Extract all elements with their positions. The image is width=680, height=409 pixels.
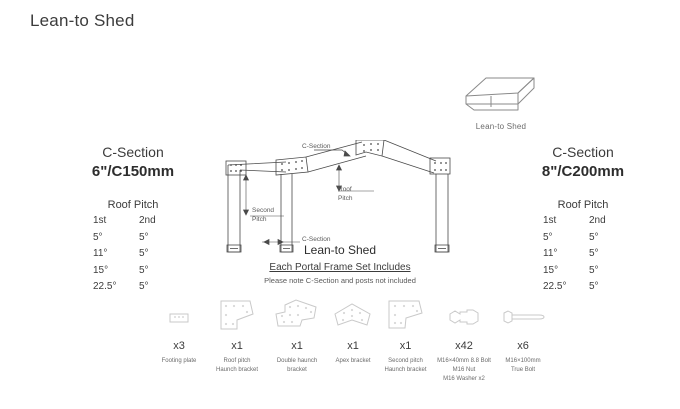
table-row: 11° 5° (543, 246, 623, 263)
diagram-caption: Lean-to Shed (303, 243, 377, 257)
part-item: x1 Second pitch Haunch bracket (378, 296, 433, 375)
table-row: 5° 5° (93, 230, 173, 247)
column-header-2nd: 2nd (139, 215, 156, 227)
part-quantity: x3 (173, 340, 185, 352)
table-row: 15° 5° (543, 263, 623, 280)
pitch-heading: Roof Pitch (107, 199, 159, 212)
second-pitch-haunch-bracket-icon (378, 296, 433, 338)
diagram-label-csection-top: C-Section (302, 143, 331, 150)
part-item: x1 Roof pitch Haunch bracket (208, 296, 266, 375)
part-item: x42 M16×40mm 8.8 Bolt M16 Nut M16 Washer… (433, 296, 495, 384)
table-header-row: 1st 2nd (543, 213, 623, 230)
column-header-1st: 1st (543, 215, 557, 227)
footing-plate-icon (150, 296, 208, 338)
part-quantity: x1 (291, 340, 303, 352)
part-item: x1 Double haunch bracket (266, 296, 328, 375)
part-item: x3 Footing plate (150, 296, 208, 366)
diagram-label-second-pitch: Second Pitch (252, 207, 275, 223)
table-row: 15° 5° (93, 263, 173, 280)
cell-pitch-2nd: 5° (589, 264, 599, 276)
isometric-lean-to-shed-icon (443, 66, 559, 116)
table-header-row: 1st 2nd (93, 213, 173, 230)
pitch-heading: Roof Pitch (557, 199, 609, 212)
table-row: 22.5° 5° (543, 279, 623, 296)
cell-pitch-1st: 5° (543, 231, 553, 243)
cell-pitch-1st: 11° (543, 248, 558, 260)
part-label: Footing plate (161, 358, 197, 364)
cell-pitch-2nd: 5° (139, 231, 149, 243)
parts-list: x3 Footing plate x1 Roof pitch Haunch br… (150, 296, 545, 384)
cell-pitch-1st: 22.5° (93, 281, 117, 293)
includes-note: Please note C-Section and posts not incl… (264, 276, 416, 285)
spec-size: 8"/C200mm (541, 162, 625, 180)
table-row: 11° 5° (93, 246, 173, 263)
bolt-nut-washer-icon (433, 296, 495, 338)
part-label: Second pitch Haunch bracket (384, 358, 427, 373)
part-label: Roof pitch Haunch bracket (215, 358, 259, 373)
part-quantity: x1 (347, 340, 359, 352)
part-item: x1 Apex bracket (328, 296, 378, 366)
spec-title: C-Section (552, 144, 614, 160)
apex-bracket-icon (328, 296, 378, 338)
cell-pitch-2nd: 5° (589, 248, 599, 260)
spec-column-left: C-Section 6"/C150mm Roof Pitch 1st 2nd 5… (58, 143, 208, 296)
part-quantity: x1 (231, 340, 243, 352)
part-quantity: x6 (517, 340, 529, 352)
page-title: Lean-to Shed (30, 11, 135, 30)
cell-pitch-1st: 22.5° (543, 281, 567, 293)
part-label: Double haunch bracket (276, 358, 318, 373)
cell-pitch-2nd: 5° (589, 281, 599, 293)
column-header-2nd: 2nd (589, 215, 606, 227)
part-item: x6 M16×100mm True Bolt (495, 296, 551, 375)
true-bolt-icon (495, 296, 551, 338)
cell-pitch-1st: 15° (93, 264, 109, 276)
cell-pitch-2nd: 5° (589, 231, 599, 243)
cell-pitch-2nd: 5° (139, 248, 149, 260)
part-quantity: x1 (399, 340, 412, 352)
part-label: M16×40mm 8.8 Bolt M16 Nut M16 Washer x2 (437, 358, 491, 382)
portal-frame-diagram: C-Section Roof Pitch Second Pitch C-Sect… (214, 140, 466, 260)
pitch-table: 1st 2nd 5° 5° 11° 5° 15° 5° 22.5° (93, 213, 173, 296)
part-quantity: x42 (455, 340, 473, 352)
table-row: 5° 5° (543, 230, 623, 247)
part-label: Apex bracket (335, 358, 371, 364)
diagram-label-csection-bottom: C-Section (302, 236, 331, 243)
shed-icon-block: Lean-to Shed (443, 66, 559, 131)
shed-icon-caption: Lean-to Shed (475, 122, 527, 131)
pitch-table: 1st 2nd 5° 5° 11° 5° 15° 5° 22.5° (543, 213, 623, 296)
part-label: M16×100mm True Bolt (505, 358, 541, 373)
cell-pitch-1st: 11° (93, 248, 108, 260)
cell-pitch-1st: 5° (93, 231, 103, 243)
roof-pitch-haunch-bracket-icon (208, 296, 266, 338)
diagram-label-roof-pitch: Roof Pitch (338, 186, 353, 202)
column-header-1st: 1st (93, 215, 107, 227)
spec-size: 6"/C150mm (91, 162, 175, 180)
portal-frame-line-drawing-icon (214, 140, 466, 260)
spec-title: C-Section (102, 144, 164, 160)
cell-pitch-2nd: 5° (139, 281, 149, 293)
includes-title: Each Portal Frame Set Includes (269, 262, 411, 273)
cell-pitch-2nd: 5° (139, 264, 149, 276)
cell-pitch-1st: 15° (543, 264, 559, 276)
table-row: 22.5° 5° (93, 279, 173, 296)
double-haunch-bracket-icon (266, 296, 328, 338)
spec-column-right: C-Section 8"/C200mm Roof Pitch 1st 2nd 5… (508, 143, 658, 296)
